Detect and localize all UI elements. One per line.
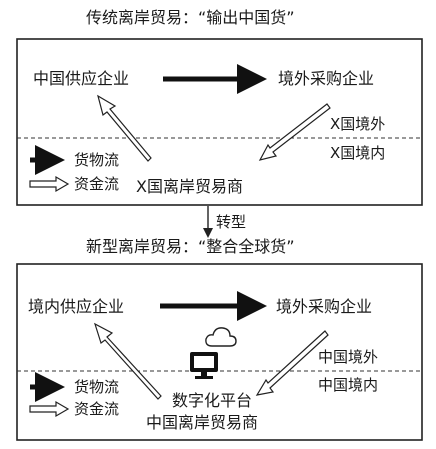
bottom-legend-funds-arrow bbox=[29, 400, 70, 418]
bottom-funds-arrow-to-trader bbox=[255, 330, 329, 396]
bottom-supplier-label: 境内供应企业 bbox=[28, 297, 125, 316]
bottom-legend-goods-label: 货物流 bbox=[74, 378, 120, 396]
top-buyer-label: 境外采购企业 bbox=[278, 69, 375, 88]
bottom-outside-label: 中国境外 bbox=[318, 348, 379, 366]
bottom-legend-funds-label: 资金流 bbox=[74, 400, 120, 418]
bottom-inside-label: 中国境内 bbox=[318, 376, 379, 394]
top-outside-label: X国境外 bbox=[330, 115, 386, 133]
top-legend-funds-arrow bbox=[29, 175, 70, 193]
top-title: 传统离岸贸易：“输出中国货” bbox=[86, 8, 295, 27]
top-funds-arrow-to-supplier bbox=[97, 94, 152, 162]
bottom-platform-label: 数字化平台 bbox=[172, 391, 253, 410]
top-legend-goods-label: 货物流 bbox=[74, 151, 120, 169]
transition-arrow-head bbox=[203, 228, 213, 238]
top-supplier-label: 中国供应企业 bbox=[33, 69, 130, 88]
bottom-funds-arrow-to-supplier bbox=[93, 322, 162, 400]
top-panel-box bbox=[16, 38, 423, 206]
top-trader-label: X国离岸贸易商 bbox=[136, 177, 243, 196]
bottom-trader-label: 中国离岸贸易商 bbox=[146, 413, 259, 432]
transition-label: 转型 bbox=[216, 213, 247, 231]
top-inside-label: X国境内 bbox=[330, 144, 386, 162]
bottom-panel-box bbox=[16, 263, 423, 441]
cloud-icon bbox=[205, 327, 237, 347]
computer-monitor-icon bbox=[190, 352, 218, 379]
top-funds-arrow-to-trader bbox=[258, 103, 331, 161]
bottom-title: 新型离岸贸易：“整合全球货” bbox=[86, 237, 295, 256]
bottom-buyer-label: 境外采购企业 bbox=[276, 297, 373, 316]
top-legend-funds-label: 资金流 bbox=[74, 175, 120, 193]
